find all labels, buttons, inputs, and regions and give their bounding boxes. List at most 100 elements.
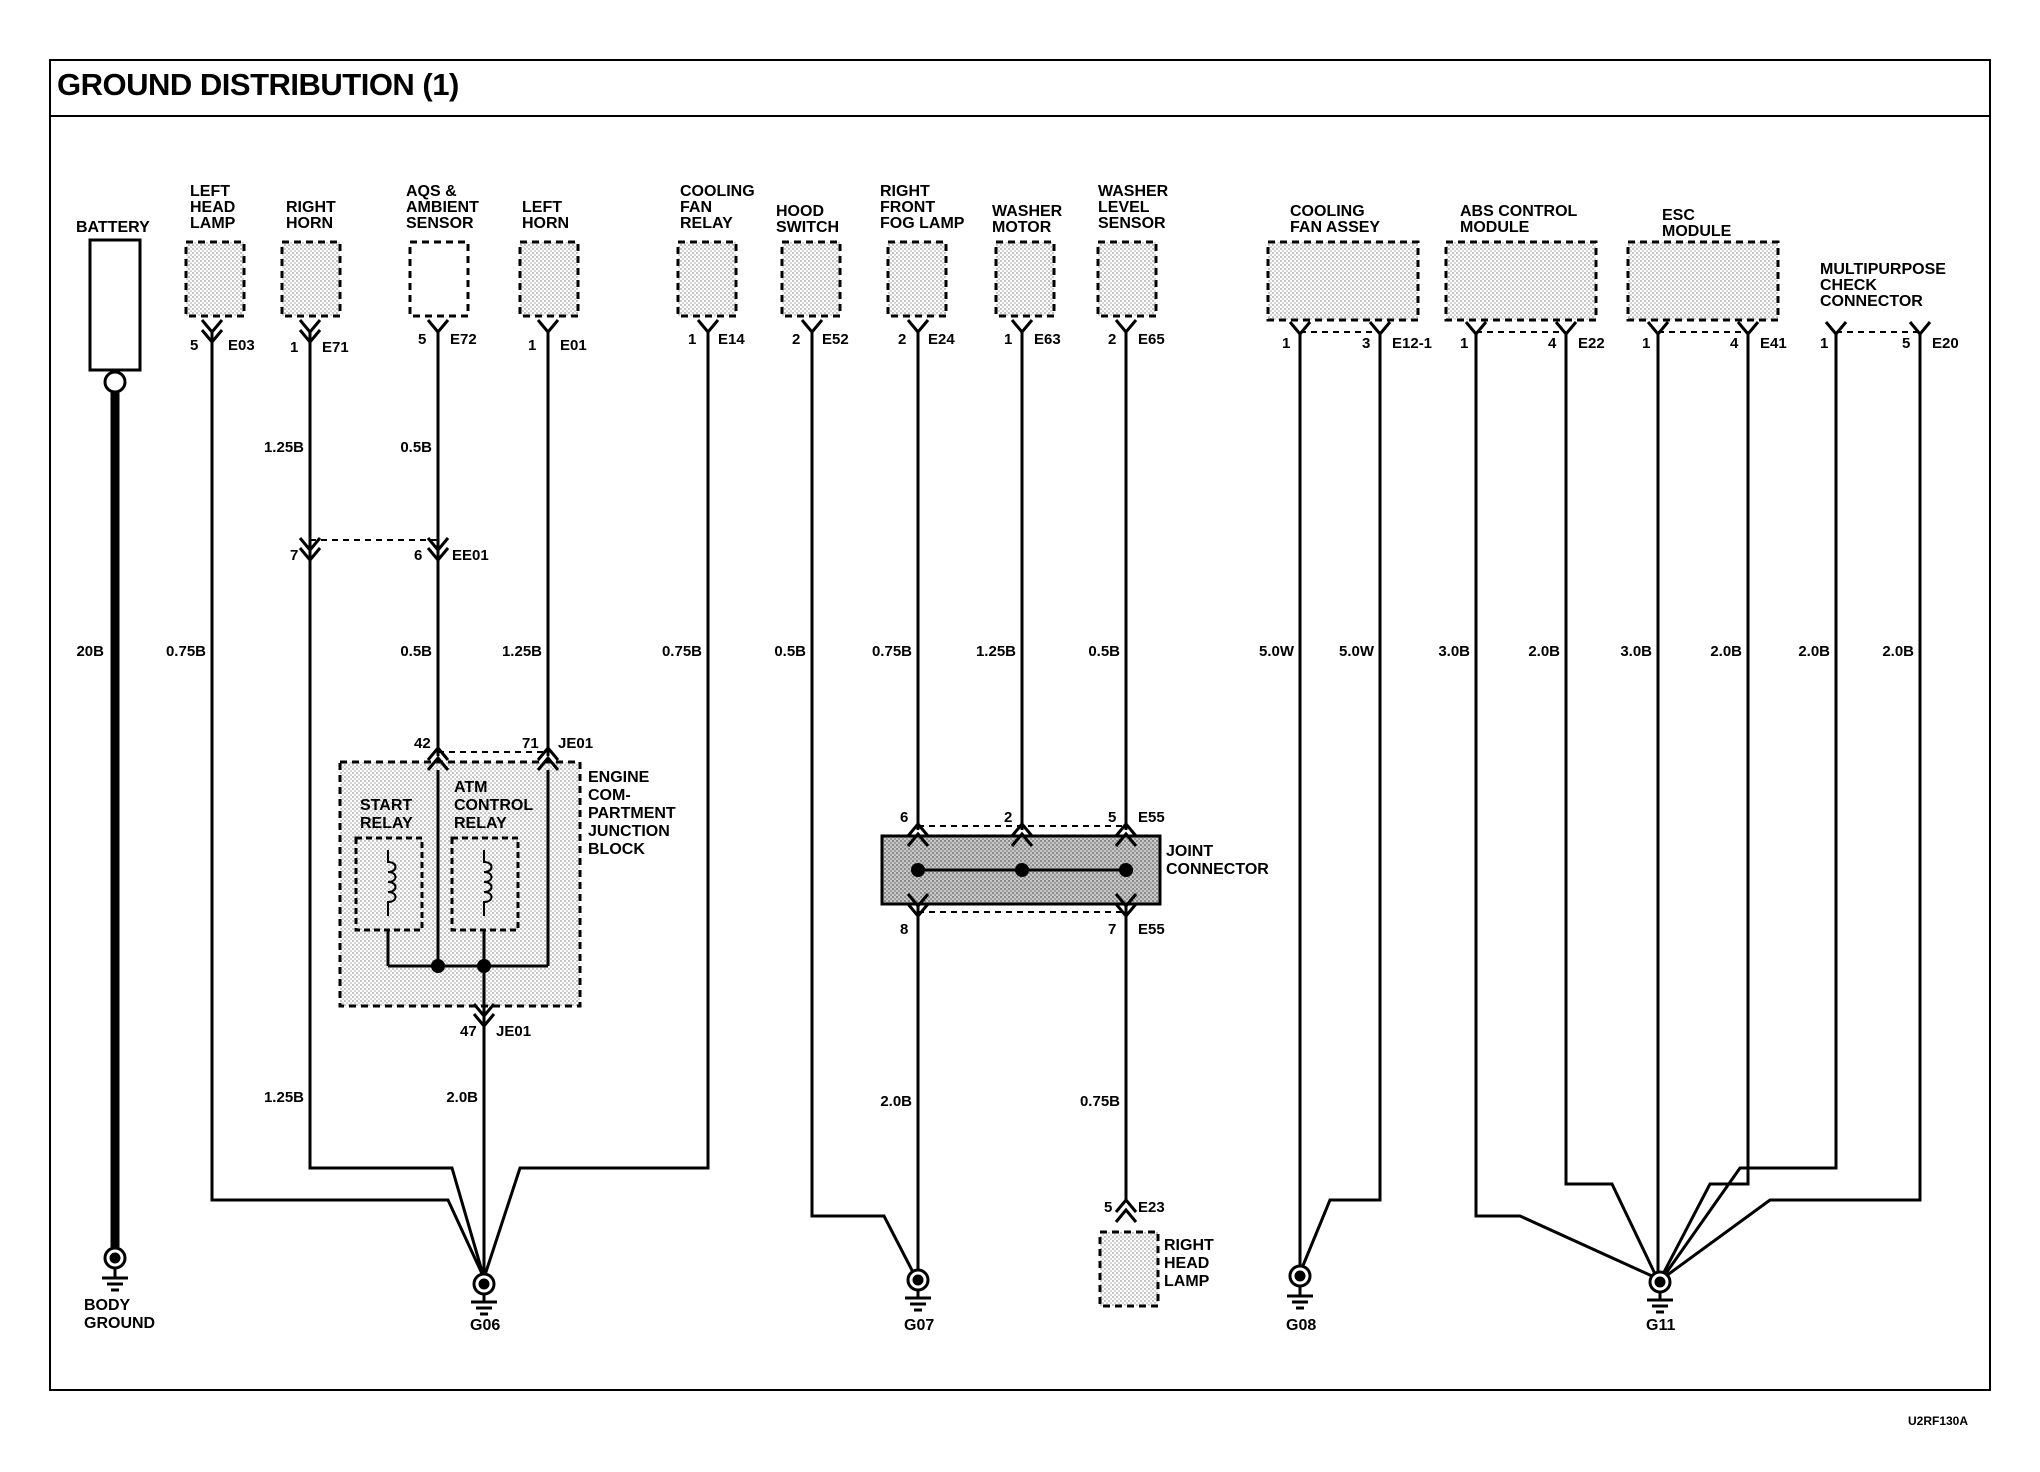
connector-label: E22 [1578, 335, 1605, 352]
pin-label: 2 [898, 331, 906, 348]
wire-spec: 0.75B [1080, 1093, 1120, 1110]
battery-label: BATTERY [76, 219, 150, 236]
wire-spec: 20B [76, 643, 104, 660]
page-title: GROUND DISTRIBUTION (1) [57, 67, 459, 102]
wire-spec: 1.25B [264, 439, 304, 456]
pin-label: 47 [460, 1023, 477, 1040]
pin-label: 7 [290, 547, 298, 564]
connector-label: E71 [322, 339, 349, 356]
g06-ground-icon [471, 1272, 497, 1316]
connector-label: EE01 [452, 547, 489, 564]
pin-label: 1 [1460, 335, 1468, 352]
washer-level-sensor-box [1096, 240, 1158, 318]
g11-label: G11 [1646, 1317, 1675, 1334]
pin-label: 6 [900, 809, 908, 826]
abs-module-box [1444, 240, 1598, 322]
pin-label: 5 [1104, 1199, 1112, 1216]
g07-label: G07 [904, 1317, 934, 1334]
g11-ground-icon [1647, 1270, 1673, 1314]
connector-label: E20 [1932, 335, 1959, 352]
right-horn-box [280, 240, 342, 318]
connector-label: JE01 [558, 735, 593, 752]
connector-label: E12-1 [1392, 335, 1432, 352]
wire-esc-4 [1660, 332, 1750, 1277]
pin-label: 1 [528, 337, 536, 354]
connector-label: E01 [560, 337, 587, 354]
connector-label: E55 [1138, 921, 1165, 938]
hood-switch-box [780, 240, 842, 318]
start-relay-coil-icon [387, 850, 397, 916]
wire-spec: 0.5B [400, 643, 432, 660]
connector-label: E03 [228, 337, 255, 354]
wire-abs-1 [1474, 332, 1653, 1278]
wire-cooling-fan-assey-3 [1300, 332, 1382, 1269]
pin-label: 1 [1004, 331, 1012, 348]
wire-spec: 2.0B [1798, 643, 1830, 660]
right-fog-lamp-box [886, 240, 948, 318]
wire-spec: 2.0B [880, 1093, 912, 1110]
wire-spec: 0.5B [400, 439, 432, 456]
wire-spec: 0.75B [662, 643, 702, 660]
pin-label: 1 [1282, 335, 1290, 352]
aqs-sensor-box [408, 240, 470, 318]
pin-label: 6 [414, 547, 422, 564]
pin-label: 2 [1108, 331, 1116, 348]
body-ground-icon [102, 1246, 128, 1292]
atm-relay-coil-icon [483, 850, 493, 916]
wire-spec: 3.0B [1620, 643, 1652, 660]
pin-label: 5 [418, 331, 426, 348]
pin-label: 1 [1642, 335, 1650, 352]
pin-label: 1 [1820, 335, 1828, 352]
pin-label: 1 [290, 339, 298, 356]
cooling-fan-assey-box [1266, 240, 1420, 322]
connector-label: JE01 [496, 1023, 531, 1040]
connector-label: E65 [1138, 331, 1165, 348]
g08-ground-icon [1287, 1264, 1313, 1310]
pin-label: 5 [1902, 335, 1910, 352]
wire-spec: 0.5B [1088, 643, 1120, 660]
connector-label: E14 [718, 331, 745, 348]
diagram-frame: GROUND DISTRIBUTION (1) [49, 59, 1991, 1391]
battery-symbol [88, 238, 142, 372]
esc-module-box [1626, 240, 1780, 322]
wire-spec: 3.0B [1438, 643, 1470, 660]
connector-label: E41 [1760, 335, 1787, 352]
g07-ground-icon [905, 1268, 931, 1312]
wire-spec: 0.75B [166, 643, 206, 660]
wire-spec: 2.0B [1882, 643, 1914, 660]
wire-hood-switch [810, 330, 918, 1279]
pin-label: 4 [1548, 335, 1557, 352]
pin-label: 3 [1362, 335, 1370, 352]
wire-left-head-lamp [210, 330, 486, 1279]
wire-spec: 5.0W [1259, 643, 1295, 660]
left-head-lamp-box [184, 240, 246, 318]
wire-spec: 1.25B [264, 1089, 304, 1106]
connector-label: E72 [450, 331, 477, 348]
wire-abs-4 [1564, 332, 1658, 1277]
connector-chevron-icon [200, 319, 224, 345]
wire-spec: 1.25B [976, 643, 1016, 660]
wire-spec: 1.25B [502, 643, 542, 660]
g06-label: G06 [470, 1317, 500, 1334]
connector-label: E52 [822, 331, 849, 348]
pin-label: 1 [688, 331, 696, 348]
pin-label: 42 [414, 735, 431, 752]
wire-spec: 0.5B [774, 643, 806, 660]
